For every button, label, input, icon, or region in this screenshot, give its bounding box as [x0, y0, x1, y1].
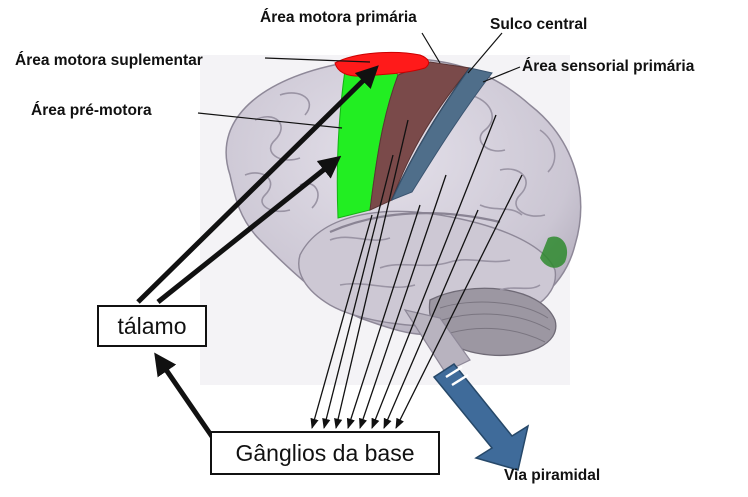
basal-ganglia-label: Gânglios da base	[235, 442, 414, 465]
label-central-sulcus: Sulco central	[490, 17, 587, 33]
label-primary-sensory-area: Área sensorial primária	[522, 59, 694, 75]
label-primary-motor-area: Área motora primária	[260, 10, 417, 26]
basal-ganglia-box: Gânglios da base	[210, 431, 440, 475]
thalamus-box: tálamo	[97, 305, 207, 347]
label-pyramidal-tract: Via piramidal	[504, 468, 600, 484]
label-supplementary-motor-area: Área motora suplementar	[15, 53, 203, 69]
thalamus-label: tálamo	[117, 315, 186, 338]
label-premotor-area: Área pré-motora	[31, 103, 152, 119]
